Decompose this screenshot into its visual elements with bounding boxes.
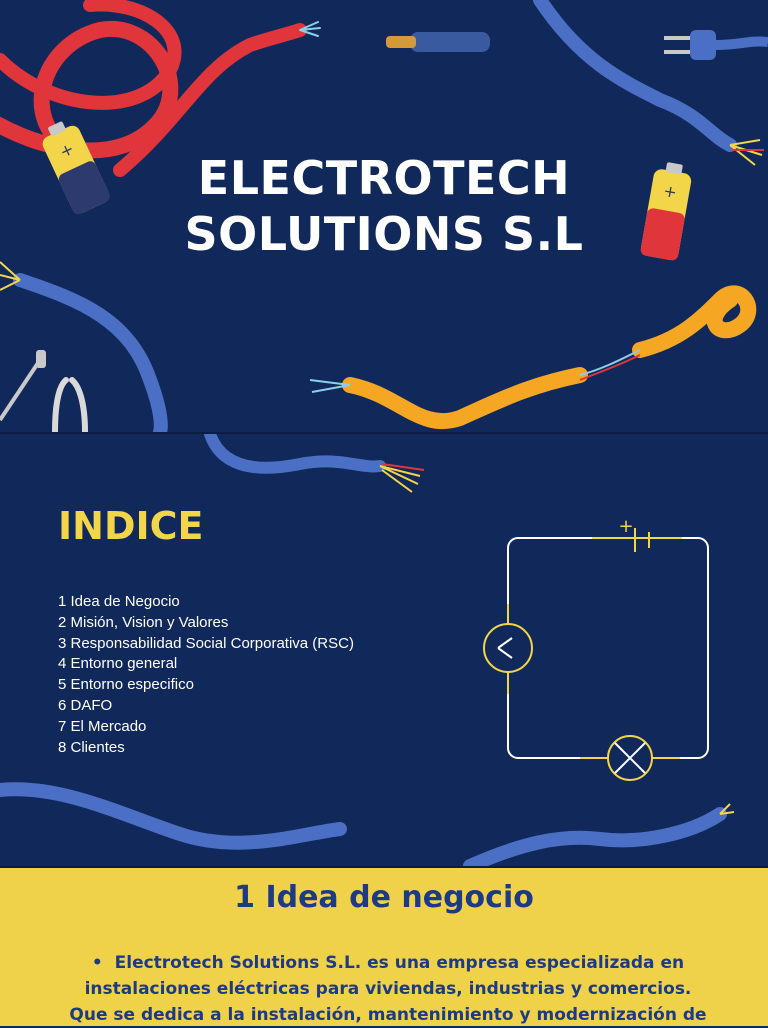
blue-cable-icon (463, 807, 727, 866)
index-item: 3 Responsabilidad Social Corporativa (RS… (58, 634, 354, 652)
cover-title: ELECTROTECH SOLUTIONS S.L (0, 150, 768, 262)
blue-cable-icon (0, 782, 347, 850)
blue-cable-icon (204, 434, 386, 474)
index-item: 6 DAFO (58, 696, 113, 714)
title-line-2: SOLUTIONS S.L (184, 207, 584, 261)
blue-cable-icon (13, 273, 168, 432)
index-item: 5 Entorno especifico (58, 676, 194, 694)
index-item: 8 Clientes (58, 738, 125, 756)
voltmeter-icon (483, 604, 533, 694)
index-item: 4 Entorno general (58, 655, 178, 673)
svg-text:+: + (662, 181, 679, 202)
paragraph-text: Electrotech Solutions S.L. es una empres… (69, 953, 707, 1025)
screwdriver-icon (0, 350, 46, 422)
title-line-1: ELECTROTECH (197, 151, 571, 205)
plug-icon (664, 30, 768, 60)
index-item: 7 El Mercado (58, 717, 147, 735)
battery-icon: + (640, 162, 692, 261)
orange-cable-icon (342, 285, 757, 430)
battery-icon: + (42, 121, 110, 215)
section-heading: 1 Idea de negocio (234, 880, 534, 915)
cover-slide: + + (0, 0, 768, 434)
bullet: • (91, 953, 103, 973)
business-idea-slide (0, 868, 768, 1026)
index-list: 1 Idea de Negocio 2 Misión, Vision y Val… (58, 592, 354, 758)
index-slide: + (0, 434, 768, 868)
index-item: 1 Idea de Negocio (58, 593, 180, 610)
cable-tip-icon (386, 32, 490, 52)
lamp-icon (580, 735, 680, 781)
svg-text:+: + (618, 516, 633, 537)
index-decoration: + (0, 434, 735, 866)
cover-decoration: + + (0, 0, 768, 432)
index-item: 2 Misión, Vision y Valores (58, 613, 229, 631)
blue-cable-icon (533, 0, 737, 152)
section-paragraph: • Electrotech Solutions S.L. es una empr… (64, 950, 712, 1028)
index-heading: INDICE (58, 504, 204, 548)
pliers-icon (52, 377, 88, 432)
circuit-diagram-icon: + (483, 516, 709, 781)
